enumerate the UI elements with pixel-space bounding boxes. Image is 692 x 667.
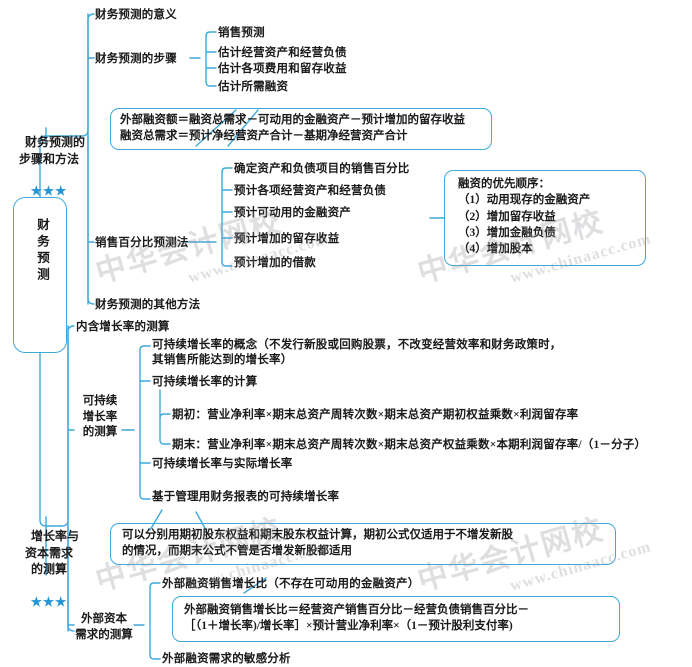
node-determine-sales-percentage[interactable]: 确定资产和负债项目的销售百分比 <box>234 163 410 175</box>
callout-financing-priority-text: 融资的优先顺序： （1）动用现存的金融资产 （2）增加留存收益 （3）增加金融负… <box>458 178 591 256</box>
node-forecast-borrowing-increase[interactable]: 预计增加的借款 <box>234 257 316 269</box>
node-other-forecast-methods[interactable]: 财务预测的其他方法 <box>95 299 201 311</box>
node-internal-growth-rate[interactable]: 内含增长率的测算 <box>76 321 170 333</box>
node-financial-forecast-steps[interactable]: 财务预测的步骤 <box>95 53 177 65</box>
node-sgr-formula-ending[interactable]: 期末：营业净利率×期末总资产周转次数×期末总资产权益乘数×本期利润留存率/（1－… <box>172 439 647 451</box>
node-sales-forecast[interactable]: 销售预测 <box>218 27 265 39</box>
branch-1-stars: ★★★ <box>30 184 68 199</box>
branch-1-title-label: 财务预测的 步骤和方法 <box>18 135 85 166</box>
callout-financing-formula-box[interactable] <box>110 108 492 150</box>
node-forecast-available-financial-assets[interactable]: 预计可动用的金融资产 <box>234 207 351 219</box>
node-sustainable-growth-rate-group[interactable]: 可持续 增长率 的测算 <box>82 395 118 439</box>
node-external-financing-growth-ratio[interactable]: 外部融资销售增长比（不存在可动用的金融资产） <box>162 578 420 590</box>
node-sales-percentage-method[interactable]: 销售百分比预测法 <box>95 237 189 249</box>
callout-external-growth-formula-box[interactable] <box>172 596 620 642</box>
callout-equity-note-box[interactable] <box>110 523 616 565</box>
node-estimate-expenses-retained-earnings[interactable]: 估计各项费用和留存收益 <box>218 63 347 75</box>
node-forecast-operating-assets-liabilities[interactable]: 预计各项经营资产和经营负债 <box>234 185 387 197</box>
callout-equity-note-text: 可以分别用期初股东权益和期末股东权益计算，期初公式仅适用于不增发新股 的情况，而… <box>122 529 513 558</box>
branch-2-stars: ★★★ <box>30 594 68 609</box>
node-sgr-management-statements[interactable]: 基于管理用财务报表的可持续增长率 <box>152 491 340 503</box>
node-sgr-concept[interactable]: 可持续增长率的概念（不发行新股或回购股票，不改变经营效率和财务政策时， 其销售所… <box>152 339 562 366</box>
node-estimate-operating-assets-liabilities[interactable]: 估计经营资产和经营负债 <box>218 47 347 59</box>
node-external-capital-demand-group[interactable]: 外部资本 需求的测算 <box>75 613 133 641</box>
branch-1-title: 财务预测的 步骤和方法 ★★★ <box>8 118 90 233</box>
node-sgr-vs-actual[interactable]: 可持续增长率与实际增长率 <box>152 458 293 470</box>
node-financial-forecast-meaning[interactable]: 财务预测的意义 <box>95 9 177 21</box>
node-sgr-calculation[interactable]: 可持续增长率的计算 <box>152 376 258 388</box>
node-sgr-formula-beginning[interactable]: 期初：营业净利率×期末总资产周转次数×期末总资产期初权益乘数×利润留存率 <box>172 409 579 421</box>
callout-external-growth-formula-text: 外部融资销售增长比＝经营资产销售百分比－经营负债销售百分比－ ［（1＋增长率)/… <box>184 604 529 633</box>
node-forecast-retained-earnings-increase[interactable]: 预计增加的留存收益 <box>234 233 340 245</box>
node-external-financing-sensitivity[interactable]: 外部融资需求的敏感分析 <box>162 653 291 665</box>
root-node-label: 财务预测 <box>35 218 49 284</box>
callout-financing-formula-text: 外部融资额＝融资总需求－可动用的金融资产－预计增加的留存收益 融资总需求＝预计净… <box>120 114 465 143</box>
callout-financing-priority-box[interactable] <box>444 170 646 266</box>
branch-2-title: 增长率与 资本需求 的测算 ★★★ <box>6 512 92 643</box>
branch-2-title-label: 增长率与 资本需求 的测算 <box>24 529 79 576</box>
node-estimate-required-financing[interactable]: 估计所需融资 <box>218 81 289 93</box>
root-node[interactable] <box>13 197 67 353</box>
